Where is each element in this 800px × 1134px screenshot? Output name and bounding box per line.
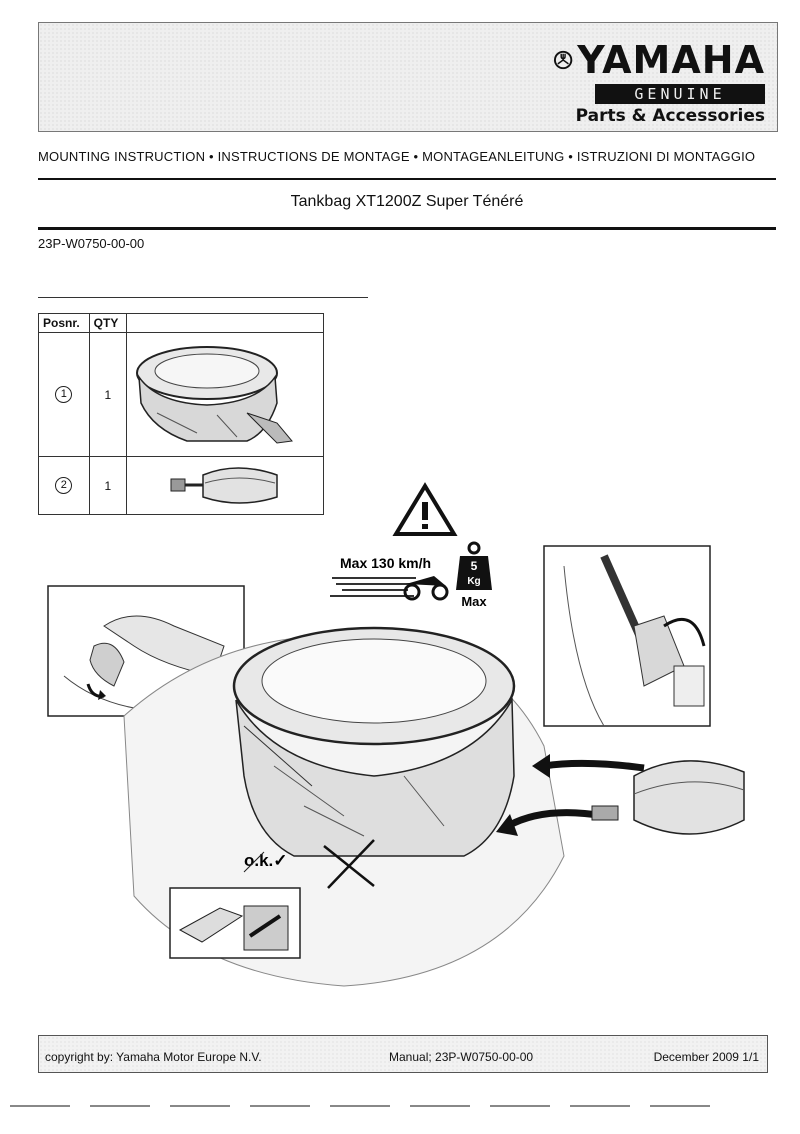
part-number: 23P-W0750-00-00: [38, 236, 145, 251]
header-banner: YAMAHA GENUINE Parts & Accessories: [38, 22, 778, 132]
weight-max-label: Max: [461, 594, 487, 609]
weight-value: 5: [471, 559, 478, 573]
tankbag-part-image: [126, 332, 324, 457]
weight-unit: Kg: [467, 576, 480, 587]
quantity: 1: [88, 332, 128, 457]
parts-table: Posnr. QTY 1 1 2 1: [38, 313, 324, 515]
instruction-languages: MOUNTING INSTRUCTION • INSTRUCTIONS DE M…: [38, 149, 756, 164]
column-header-qty: QTY: [88, 313, 128, 333]
adapter-part: [591, 760, 745, 835]
manual-number: Manual; 23P-W0750-00-00: [389, 1050, 534, 1064]
mounting-illustration: Max 130 km/h 5 Kg Max: [47, 482, 745, 987]
card-detail-inset: [169, 887, 301, 959]
scan-edge-line: [10, 1105, 730, 1107]
table-row: 1 1: [38, 332, 324, 457]
tuning-fork-emblem-icon: [553, 50, 573, 70]
quantity: 1: [88, 456, 128, 515]
adapter-part-image: [126, 456, 324, 515]
ok-label: o.k.✓: [244, 851, 288, 870]
copyright-text: copyright by: Yamaha Motor Europe N.V.: [45, 1050, 262, 1064]
divider: [38, 297, 368, 298]
genuine-label: GENUINE: [595, 84, 765, 104]
cross-icon: [323, 839, 375, 889]
motorcycle-speed-icon: [330, 576, 449, 601]
column-header-posnr: Posnr.: [38, 313, 90, 333]
position-number: 1: [55, 386, 73, 403]
footer: copyright by: Yamaha Motor Europe N.V. M…: [38, 1035, 768, 1073]
weight-icon: 5 Kg: [456, 541, 492, 590]
parts-accessories-label: Parts & Accessories: [575, 106, 765, 126]
brand-wordmark: YAMAHA: [577, 38, 765, 82]
table-header-row: Posnr. QTY: [38, 313, 324, 333]
divider: [38, 227, 776, 230]
position-number: 2: [55, 477, 73, 494]
column-header-image: [126, 313, 324, 333]
buckle-detail-inset: [543, 545, 711, 727]
warning-icon: [392, 482, 458, 536]
date-page: December 2009 1/1: [653, 1050, 759, 1064]
divider: [38, 178, 776, 180]
yamaha-logo: YAMAHA GENUINE Parts & Accessories: [553, 39, 765, 126]
speed-limit-label: Max 130 km/h: [340, 555, 431, 571]
product-title: Tankbag XT1200Z Super Ténéré: [290, 193, 524, 210]
table-row: 2 1: [38, 456, 324, 515]
